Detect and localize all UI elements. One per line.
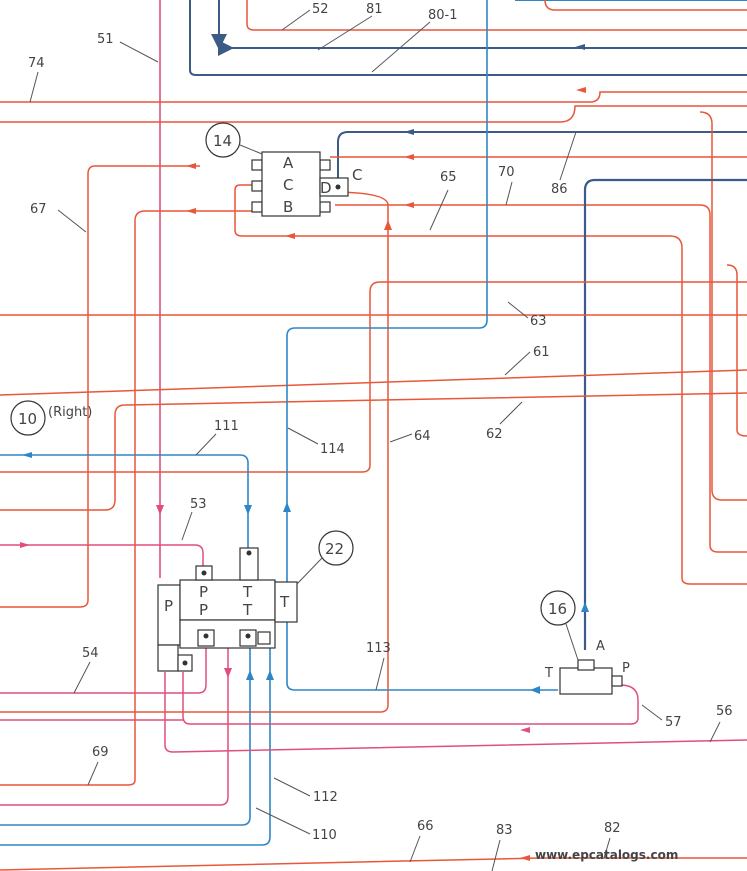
label-70: 70 <box>498 165 515 180</box>
c22-p1: P <box>164 597 173 615</box>
pipe-69 <box>0 645 229 806</box>
c14-port-a: A <box>283 154 294 172</box>
pipe-62 <box>0 392 747 511</box>
pipe-56 <box>164 672 747 753</box>
pipe-64 <box>0 191 389 713</box>
c16-port-t: T <box>544 666 553 681</box>
pipe-62-right <box>726 264 747 437</box>
pipe-65 <box>335 204 747 553</box>
pipe-14b-in <box>0 210 258 786</box>
watermark: www.epcatalogs.com <box>535 848 678 862</box>
label-61: 61 <box>533 345 550 360</box>
pipe-63b <box>0 281 747 473</box>
label-86: 86 <box>551 182 568 197</box>
label-52: 52 <box>312 2 329 17</box>
pipe-top-red-a <box>544 0 747 11</box>
label-63: 63 <box>530 314 547 329</box>
pipe-80-1 <box>189 0 747 76</box>
pipe-86-down <box>583 178 747 650</box>
pipe-group-top <box>189 0 747 76</box>
label-54: 54 <box>82 646 99 661</box>
label-65: 65 <box>440 170 457 185</box>
pipe-group-lower <box>0 544 747 871</box>
c22-p3: P <box>199 601 208 619</box>
c16-port-a: A <box>596 639 605 654</box>
label-83: 83 <box>496 823 513 838</box>
pipe-group-74 <box>0 91 747 123</box>
pipe-111 <box>0 454 249 548</box>
pipe-66 <box>0 857 747 871</box>
c22-t2: T <box>242 601 253 619</box>
c22-number: 22 <box>325 540 344 558</box>
pipe-group-blue <box>0 0 558 846</box>
label-67: 67 <box>30 202 47 217</box>
pipe-112 <box>0 648 251 826</box>
pipe-81 <box>210 0 747 56</box>
label-112: 112 <box>313 790 338 805</box>
pipe-67 <box>0 165 200 608</box>
c14-side-c: C <box>352 166 362 184</box>
label-66: 66 <box>417 819 434 834</box>
label-111: 111 <box>214 419 239 434</box>
c14-port-b: B <box>283 198 293 216</box>
component-10: 10 (Right) <box>10 400 92 436</box>
c22-t1: T <box>242 583 253 601</box>
label-81: 81 <box>366 2 383 17</box>
c22-p2: P <box>199 583 208 601</box>
flow-arrows <box>20 44 589 861</box>
pipe-74b <box>0 105 747 123</box>
line-labels: 51 52 81 80-1 74 67 65 70 86 63 61 62 11… <box>28 2 733 871</box>
pipe-53 <box>0 544 204 568</box>
c10-number: 10 <box>18 410 37 428</box>
label-80-1: 80-1 <box>428 8 458 23</box>
pipe-86 <box>337 131 747 182</box>
c14-number: 14 <box>213 132 232 150</box>
pipe-74 <box>0 91 747 103</box>
label-62: 62 <box>486 427 503 442</box>
label-57: 57 <box>665 715 682 730</box>
pipe-14-right-a <box>699 111 747 501</box>
label-64: 64 <box>414 429 431 444</box>
label-74: 74 <box>28 56 45 71</box>
c22-t3: T <box>279 593 290 611</box>
component-14: A C B D C 14 <box>205 122 362 217</box>
pipe-group-14 <box>0 111 747 786</box>
c14-port-d: D <box>320 179 332 197</box>
pipe-61 <box>0 369 747 396</box>
c16-number: 16 <box>548 600 567 618</box>
pipe-group-6x <box>0 264 747 511</box>
c10-note: (Right) <box>48 405 92 420</box>
pipe-54 <box>0 645 207 694</box>
label-53: 53 <box>190 497 207 512</box>
pipe-113 <box>286 620 558 691</box>
label-56: 56 <box>716 704 733 719</box>
label-82: 82 <box>604 821 621 836</box>
pipe-52 <box>246 0 747 31</box>
label-114: 114 <box>320 442 345 457</box>
label-51: 51 <box>97 32 114 47</box>
pipe-70 <box>234 184 747 585</box>
label-113: 113 <box>366 641 391 656</box>
pipe-110 <box>0 640 271 846</box>
pipe-57 <box>182 672 639 725</box>
label-69: 69 <box>92 745 109 760</box>
c14-port-c: C <box>283 176 293 194</box>
c16-port-p: P <box>622 661 630 676</box>
label-110: 110 <box>312 828 337 843</box>
pipe-114 <box>286 0 488 590</box>
component-22: P P P T T T 22 <box>157 530 354 672</box>
component-16: A T P 16 <box>540 590 630 695</box>
